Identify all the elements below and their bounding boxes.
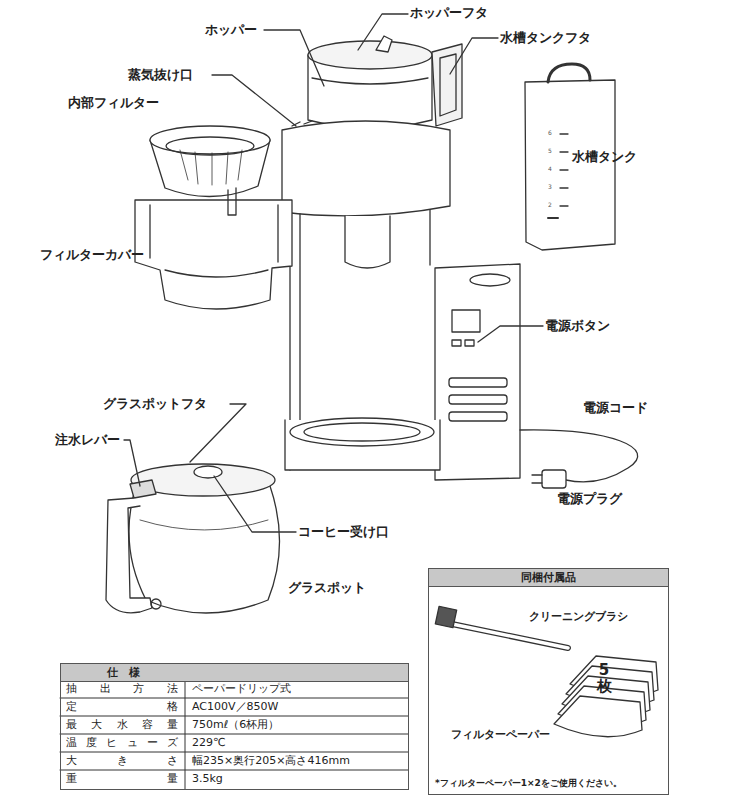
note-text: *フィルターペーパー1×2をご使用ください。: [435, 777, 622, 790]
upper-body: [282, 121, 450, 216]
power-cord: [520, 430, 638, 482]
coffee-inlet: [194, 466, 222, 478]
table-key-cell: 温度ヒューズ: [66, 734, 178, 752]
item-label: フィルターペーパー: [451, 727, 550, 742]
lid-knob: [376, 36, 392, 52]
table-key-cell: 重量: [66, 770, 178, 788]
leader-line: [450, 38, 498, 74]
header-band: 同梱付属品: [429, 569, 668, 587]
leader-line: [212, 75, 296, 126]
cleaning-brush-body: [452, 624, 568, 648]
filter-cover: [135, 200, 292, 309]
pot-handle: [106, 498, 152, 613]
tank-handle: [548, 64, 590, 82]
leader-line: [214, 476, 296, 532]
accessory-box: 同梱付属品クリーニングブラシ 5 枚フィルターペーパー *フィルターペーパー1×2を…: [428, 568, 669, 795]
part-label: グラスポット: [288, 580, 366, 596]
part-label: 電源プラグ: [557, 491, 622, 507]
part-label: グラスポットフタ: [103, 396, 207, 412]
item-label: クリーニングブラシ: [529, 609, 628, 624]
display: [452, 310, 480, 332]
warming-plate-inner: [304, 423, 420, 441]
filter-tab: [228, 188, 236, 215]
part-label: 注水レバー: [55, 432, 120, 448]
scale-number: 5: [548, 147, 552, 154]
filter-ribs: [180, 150, 242, 185]
leader-line: [358, 14, 408, 50]
button-small: [452, 340, 461, 346]
header-text: 仕 様: [61, 664, 186, 681]
header-text: 同梱付属品: [429, 569, 668, 586]
leader-line: [264, 30, 324, 86]
scale-number: 6: [548, 129, 552, 136]
inner-filter-rim: [150, 126, 270, 154]
part-label: ホッパー: [205, 22, 257, 38]
tank-logo: [548, 217, 558, 219]
warming-plate: [290, 418, 434, 446]
glass-pot: [129, 486, 280, 613]
table-value-cell: 750mℓ（6杯用）: [192, 716, 402, 734]
part-label: 電源コード: [583, 400, 648, 416]
table-key-cell: 定格: [66, 698, 178, 716]
filter-paper-stack: [554, 656, 658, 737]
scale-number: 4: [548, 165, 552, 172]
table-value-cell: ペーパードリップ式: [192, 680, 402, 698]
panel-top: [470, 274, 510, 286]
tank-lid-inner: [440, 54, 456, 116]
leader-line: [190, 404, 246, 462]
table-value-cell: AC100V／850W: [192, 698, 402, 716]
table-value-cell: 3.5kg: [192, 770, 402, 788]
leader-line: [124, 440, 140, 486]
scale-number: 2: [548, 201, 552, 208]
pour-lever: [130, 480, 156, 498]
table-grid: [60, 680, 408, 789]
leader-line: [478, 326, 543, 342]
water-tank: [525, 80, 615, 250]
hopper-lid: [308, 41, 432, 69]
tank-lid: [432, 44, 462, 126]
table-key-cell: 最大水容量: [66, 716, 178, 734]
table-value-cell: 幅235×奥行205×高さ416mm: [192, 752, 402, 770]
table-value-cell: 229℃: [192, 734, 402, 752]
cleaning-brush: [452, 624, 568, 648]
header-band: 仕 様: [61, 664, 408, 682]
power-plug: [542, 470, 566, 488]
control-panel: [435, 264, 520, 480]
part-label: 内部フィルター: [68, 95, 159, 111]
button-small: [465, 340, 474, 346]
part-label: フィルターカバー: [40, 247, 144, 263]
power-button: [449, 378, 507, 387]
part-label: 水槽タンク: [572, 149, 637, 165]
pot-line: [140, 520, 268, 530]
part-label: 水槽タンクフタ: [500, 30, 591, 46]
hopper-rim: [312, 78, 428, 84]
brush-bristles: [435, 606, 456, 627]
tank-scale: [560, 134, 568, 206]
quantity-text: 5 枚: [595, 663, 613, 695]
handle-screw: [151, 599, 161, 609]
part-label: 電源ボタン: [545, 318, 610, 334]
drip-nozzle: [345, 216, 390, 268]
scale-number: 3: [548, 183, 552, 190]
inner-filter-mesh: [166, 137, 254, 155]
plug-prongs: [532, 475, 542, 483]
table-key-cell: 抽出方法: [66, 680, 178, 698]
filter-cover-detail: [150, 205, 278, 277]
part-label: 蒸気抜け口: [128, 67, 193, 83]
part-label: ホッパーフタ: [410, 5, 488, 21]
panel-button: [449, 412, 507, 421]
base: [285, 420, 440, 470]
table-key-cell: 大きさ: [66, 752, 178, 770]
part-label: コーヒー受け口: [298, 524, 389, 540]
panel-button: [449, 395, 507, 404]
